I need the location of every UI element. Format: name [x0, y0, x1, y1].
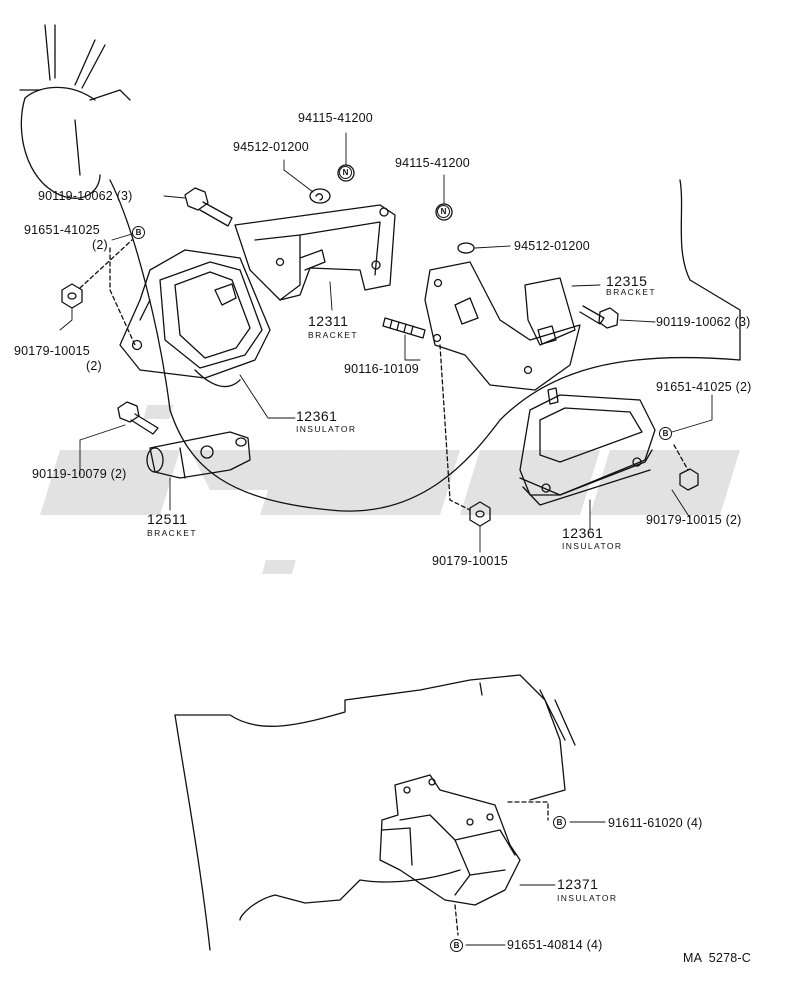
fan-outline — [19, 24, 131, 199]
part-name-12361-right: INSULATOR — [562, 541, 623, 551]
part-name-12311: BRACKET — [308, 330, 358, 340]
part-qty: (4) — [686, 816, 703, 830]
bracket-12511 — [146, 431, 251, 479]
part-label-12311: 12311 — [308, 313, 349, 329]
part-label-90119-10062-left: 90119-10062 (3) — [38, 190, 133, 203]
part-number: 91651-41025 — [656, 380, 732, 394]
leader-lines — [59, 132, 713, 946]
part-qty: (2) — [110, 467, 127, 481]
diagram-code: MA 5278-C — [683, 951, 752, 965]
insulator-12361-left — [119, 249, 271, 388]
bolt-90119-10062-left — [184, 187, 233, 227]
part-label-91611-61020: 91611-61020 (4) — [608, 817, 703, 830]
part-label-91651-40814: 91651-40814 (4) — [507, 939, 602, 952]
callout-n-right: N — [437, 205, 450, 218]
part-label-90179-10015-center: 90179-10015 — [432, 554, 508, 568]
bracket-12315 — [424, 261, 581, 391]
transmission-outline — [174, 674, 576, 951]
part-name-12511: BRACKET — [147, 528, 197, 538]
part-name-12361-left: INSULATOR — [296, 424, 357, 434]
part-label-12361-left: 12361 — [296, 408, 338, 424]
part-qty: (2) — [735, 380, 752, 394]
part-label-94115-41200-right: 94115-41200 — [395, 156, 470, 170]
part-number: 90119-10062 — [656, 315, 731, 329]
part-qty-91651-41025-left: (2) — [92, 238, 108, 252]
insulator-12371 — [379, 774, 521, 906]
part-label-12371: 12371 — [557, 876, 599, 892]
part-qty: (3) — [116, 189, 133, 203]
part-label-90116-10109: 90116-10109 — [344, 362, 419, 376]
part-number: 90119-10062 — [38, 189, 113, 203]
callout-b-rear-1: B — [553, 816, 566, 829]
callout-b-rear-2: B — [450, 939, 463, 952]
part-qty: (4) — [586, 938, 603, 952]
part-number: 90119-10079 — [32, 467, 107, 481]
part-name-12371: INSULATOR — [557, 893, 618, 903]
part-qty: (3) — [734, 315, 751, 329]
part-name-12315: BRACKET — [606, 287, 656, 297]
part-label-90179-10015-right: 90179-10015 (2) — [646, 514, 741, 527]
bolt-90119-10079 — [117, 401, 159, 435]
callout-b-right: B — [659, 427, 672, 440]
part-label-12361-right: 12361 — [562, 525, 604, 541]
stud-90116-10109 — [382, 317, 426, 339]
nut-90179-10015-center — [469, 501, 491, 527]
part-label-94512-01200-left: 94512-01200 — [233, 140, 309, 154]
part-qty-90179-10015-left: (2) — [86, 359, 102, 373]
part-label-12511: 12511 — [147, 511, 188, 527]
part-label-90119-10062-right: 90119-10062 (3) — [656, 316, 751, 329]
part-label-91651-41025-right: 91651-41025 (2) — [656, 381, 751, 394]
part-qty: (2) — [725, 513, 742, 527]
part-number: 91611-61020 — [608, 816, 683, 830]
part-label-94115-41200-left: 94115-41200 — [298, 111, 373, 125]
part-number: 91651-40814 — [507, 938, 583, 952]
part-number: 90179-10015 — [646, 513, 722, 527]
bolt-90119-10062-right — [579, 305, 619, 329]
part-label-90119-10079: 90119-10079 (2) — [32, 468, 127, 481]
part-label-12315: 12315 — [606, 273, 648, 289]
bracket-12311 — [234, 204, 396, 301]
callout-n-left: N — [339, 166, 352, 179]
part-label-91651-41025-left: 91651-41025 — [24, 223, 100, 237]
callout-b-left: B — [132, 226, 145, 239]
alignment-lines — [79, 239, 689, 936]
nut-90179-10015-right — [679, 468, 699, 491]
part-label-90179-10015-left: 90179-10015 — [14, 344, 90, 358]
insulator-12361-right — [519, 387, 656, 506]
engine-outline — [109, 179, 741, 512]
nut-90179-10015-left — [61, 283, 83, 309]
part-label-94512-01200-right: 94512-01200 — [514, 239, 590, 253]
